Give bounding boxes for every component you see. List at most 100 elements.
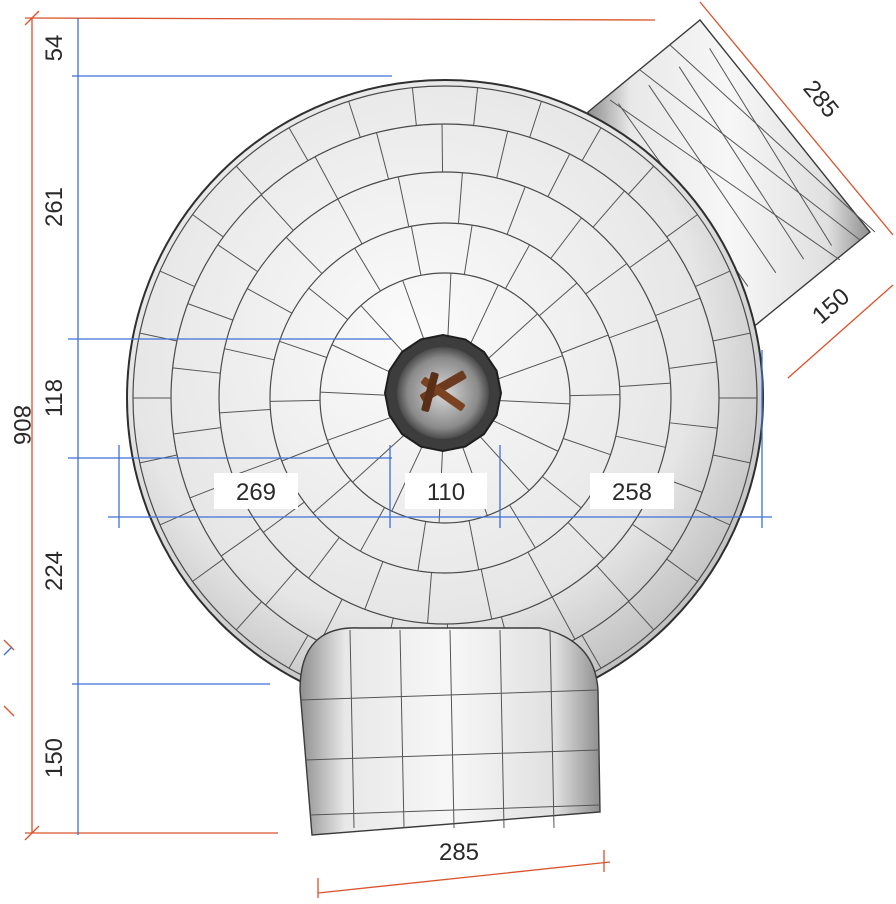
- stone-joint: [173, 427, 222, 435]
- stone-joint: [308, 537, 340, 579]
- stone-joint: [619, 382, 671, 388]
- stone-joint: [219, 408, 271, 414]
- stone-joint: [232, 457, 281, 477]
- stone-joint: [483, 313, 538, 364]
- stone-joint: [337, 198, 363, 245]
- stone-joint: [541, 476, 582, 509]
- stone-joint: [285, 236, 323, 274]
- stone-joint: [331, 344, 399, 377]
- stone-joint: [551, 596, 576, 640]
- stone-joint: [139, 454, 178, 464]
- stone-joint: [402, 280, 428, 350]
- stone-joint: [463, 225, 473, 275]
- stone-joint: [288, 127, 309, 161]
- stone-joint: [712, 454, 751, 464]
- stone-joint: [585, 263, 628, 295]
- stone-joint: [668, 361, 717, 369]
- stone-joint: [648, 84, 777, 274]
- stone-joint: [247, 288, 293, 314]
- stone-joint: [592, 190, 625, 228]
- stone-joint: [309, 804, 601, 816]
- stone-joint: [457, 172, 463, 224]
- stone-joint: [627, 165, 655, 195]
- stone-joint: [314, 156, 339, 200]
- dim-top-gap: 54: [41, 35, 68, 62]
- stone-joint: [354, 247, 381, 292]
- stone-joint: [561, 334, 609, 354]
- stone-joint: [279, 340, 327, 358]
- stone-joint: [627, 601, 655, 631]
- dim-right-offset: 258: [612, 479, 652, 506]
- stone-joint: [349, 629, 355, 829]
- stone-joint: [397, 176, 410, 227]
- stone-joint: [529, 101, 542, 138]
- stone-joint: [547, 153, 571, 197]
- dim-total-height: 806: [8, 405, 35, 445]
- stone-joint: [359, 507, 386, 552]
- stone-joint: [304, 749, 599, 761]
- stone-joint: [159, 270, 195, 288]
- stone-joint: [695, 270, 731, 288]
- stone-joint: [360, 305, 411, 360]
- stone-joint: [417, 521, 427, 571]
- stone-joint: [480, 569, 493, 620]
- stone-joint: [499, 629, 505, 829]
- stone-joint: [139, 332, 178, 342]
- dim-firebox-width: 110: [427, 479, 465, 506]
- stone-joint: [629, 239, 670, 269]
- stone-joint: [288, 635, 309, 669]
- stone-joint: [320, 391, 394, 397]
- stone-joint: [712, 332, 751, 342]
- stone-joint: [493, 355, 563, 381]
- stone-joint: [632, 523, 673, 552]
- stone-joint: [235, 165, 263, 195]
- stone-joint: [527, 551, 553, 598]
- dim-firebox-upper: 118: [41, 379, 68, 417]
- inner-dimension-lines: [3, 18, 772, 835]
- stone-joint: [567, 522, 605, 560]
- stone-joint: [678, 66, 805, 260]
- stone-joint: [563, 438, 611, 456]
- front-entrance-tunnel: [299, 627, 601, 836]
- stone-joint: [312, 479, 352, 514]
- stone-joint: [466, 284, 499, 352]
- stone-joint: [538, 282, 578, 317]
- stone-joint: [220, 527, 261, 557]
- stone-joint: [504, 244, 531, 289]
- stone-joint: [709, 48, 833, 246]
- stone-joint: [639, 69, 861, 241]
- stone-joint: [449, 629, 455, 829]
- stone-joint: [192, 214, 224, 238]
- stone-joint: [299, 689, 599, 701]
- stone-joint: [427, 572, 433, 624]
- stone-joint: [192, 558, 224, 582]
- stone-joint: [265, 568, 298, 606]
- stone-joint: [669, 422, 718, 429]
- stone-joint: [468, 520, 480, 570]
- stone-joint: [187, 303, 234, 321]
- stone-joint: [569, 394, 620, 397]
- stone-joint: [235, 601, 263, 631]
- stone-joint: [270, 399, 321, 402]
- stone-joint: [491, 419, 559, 452]
- stone-joint: [441, 124, 444, 173]
- dim-side-depth: 150: [807, 283, 855, 330]
- stone-joint: [172, 367, 221, 374]
- dim-left-offset: 269: [236, 479, 276, 506]
- stone-joint: [581, 127, 602, 161]
- stone-joint: [496, 131, 509, 179]
- stone-joint: [506, 186, 526, 235]
- stone-joint: [669, 44, 876, 233]
- stone-joint: [376, 132, 390, 180]
- firebox: [383, 333, 503, 453]
- stone-joint: [549, 629, 555, 829]
- stone-joint: [410, 226, 422, 276]
- stone-joint: [399, 629, 405, 829]
- stone-joint: [364, 561, 384, 610]
- stone-joint: [308, 287, 349, 320]
- stone-joint: [666, 214, 698, 238]
- dim-upper-radius: 261: [41, 187, 68, 227]
- firewood-icon: [420, 370, 467, 412]
